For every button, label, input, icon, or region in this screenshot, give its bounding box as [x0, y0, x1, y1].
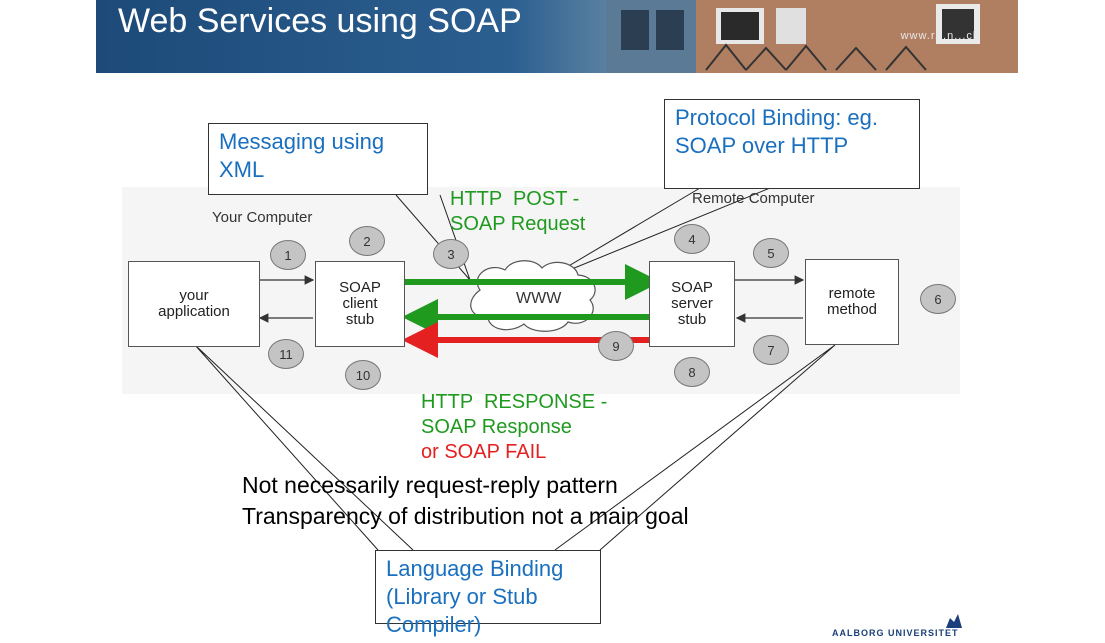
your-application-line2: application [158, 303, 230, 320]
www-label: WWW [516, 290, 562, 307]
step-8-badge: 8 [674, 357, 710, 387]
step-7-badge: 7 [753, 335, 789, 365]
language-binding-callout: Language Binding (Library or Stub Compil… [375, 550, 601, 637]
aau-logo-text: AALBORG UNIVERSITET [832, 628, 959, 638]
step-2-badge: 2 [349, 226, 385, 256]
server-stub-line2: server [671, 295, 713, 312]
step-5-badge: 5 [753, 238, 789, 268]
http-post-label: HTTP POST - SOAP Request [450, 187, 585, 237]
language-line2: (Library or Stub [386, 584, 538, 609]
title-banner: Web Services using SOAP www.r...n...ch [96, 0, 1018, 73]
your-computer-label: Your Computer [212, 209, 313, 226]
step-1-badge: 1 [270, 240, 306, 270]
client-stub-line2: client [342, 295, 378, 312]
client-stub-line3: stub [345, 311, 375, 328]
building-photo [606, 0, 1018, 73]
step-4-badge: 4 [674, 224, 710, 254]
http-response-line2: SOAP Response [421, 416, 572, 438]
remote-computer-label: Remote Computer [692, 190, 815, 207]
language-pointer-right [554, 344, 836, 551]
http-response-label: HTTP RESPONSE - SOAP Response or SOAP FA… [421, 390, 607, 465]
www-cloud [470, 260, 596, 332]
step-6-badge: 6 [920, 284, 956, 314]
step-11-badge: 11 [268, 339, 304, 369]
your-application-line1: your [179, 287, 209, 304]
step-9-badge: 9 [598, 331, 634, 361]
aau-seal-icon [946, 614, 962, 628]
step-3-badge: 3 [433, 239, 469, 269]
http-post-line1: HTTP POST - [450, 188, 580, 210]
protocol-line2: SOAP over HTTP [675, 133, 849, 158]
soap-fail-label: or SOAP FAIL [421, 441, 547, 463]
remote-method-line1: remote [828, 285, 876, 302]
note-transparency: Transparency of distribution not a main … [242, 503, 689, 529]
banner-url-text: www.r...n...ch [900, 30, 980, 42]
protocol-binding-callout: Protocol Binding: eg. SOAP over HTTP [664, 99, 920, 189]
client-stub-line1: SOAP [339, 279, 381, 296]
language-line3: Compiler) [386, 612, 482, 637]
messaging-line2: XML [219, 157, 265, 182]
protocol-line1: Protocol Binding: eg. [675, 105, 879, 130]
http-post-line2: SOAP Request [450, 213, 586, 235]
http-response-line1: HTTP RESPONSE - [421, 391, 608, 413]
note-request-reply: Not necessarily request-reply pattern [242, 472, 618, 498]
language-line1: Language Binding [386, 556, 564, 581]
remote-method-line2: method [826, 301, 878, 318]
aau-logo: AALBORG UNIVERSITET [832, 612, 992, 640]
messaging-line1: Messaging using [219, 129, 385, 154]
step-10-badge: 10 [345, 360, 381, 390]
messaging-callout: Messaging using XML [208, 123, 428, 195]
slide-title: Web Services using SOAP [118, 2, 522, 40]
server-stub-line3: stub [677, 311, 707, 328]
server-stub-line1: SOAP [671, 279, 713, 296]
